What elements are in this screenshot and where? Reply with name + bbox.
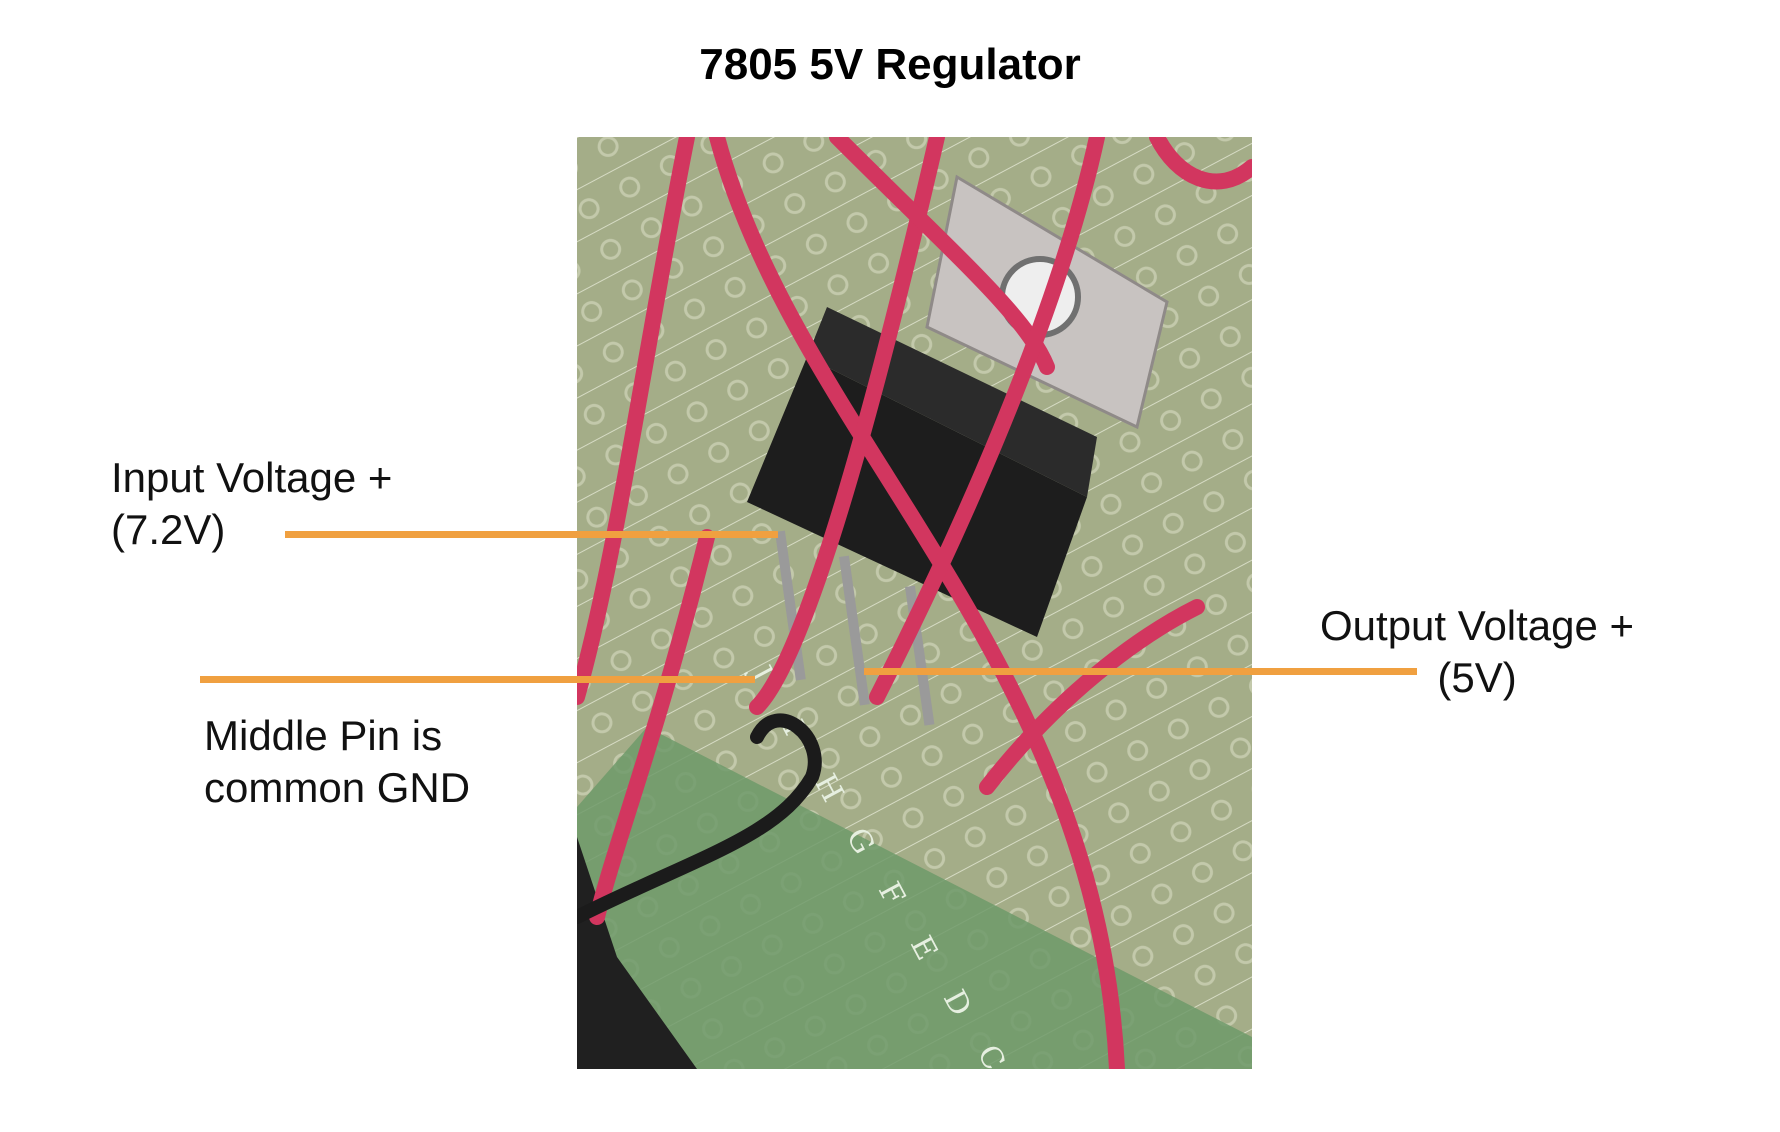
input-voltage-label-line2: (7.2V) [111,506,226,553]
wire-3 [749,137,945,715]
black-wire [577,713,822,924]
wire-1 [577,137,695,705]
ground-label-line1: Middle Pin is [204,712,443,759]
input-voltage-label: Input Voltage + (7.2V) [111,452,392,556]
pin-middle [839,555,870,706]
dark-shadow [577,837,697,1069]
wire-8 [869,137,1105,705]
ground-leader-line [200,676,755,683]
regulator-photo-drawing: C D E F G H I J [577,137,1252,1069]
input-leader-line [285,531,778,538]
output-voltage-label: Output Voltage + (5V) [1320,600,1634,704]
output-voltage-label-line2: (5V) [1437,654,1517,701]
ground-label: Middle Pin is common GND [204,710,470,814]
output-leader-line [864,668,1417,675]
wire-5 [589,529,715,925]
input-voltage-label-line1: Input Voltage + [111,454,393,501]
output-voltage-label-line1: Output Voltage + [1320,602,1635,649]
ground-label-line2: common GND [204,764,471,811]
wire-7 [1149,137,1252,190]
board-edge [577,727,1252,1069]
regulator-body [747,357,1087,637]
regulator-photo: C D E F G H I J [577,137,1252,1069]
diagram-title: 7805 5V Regulator [699,40,1081,89]
